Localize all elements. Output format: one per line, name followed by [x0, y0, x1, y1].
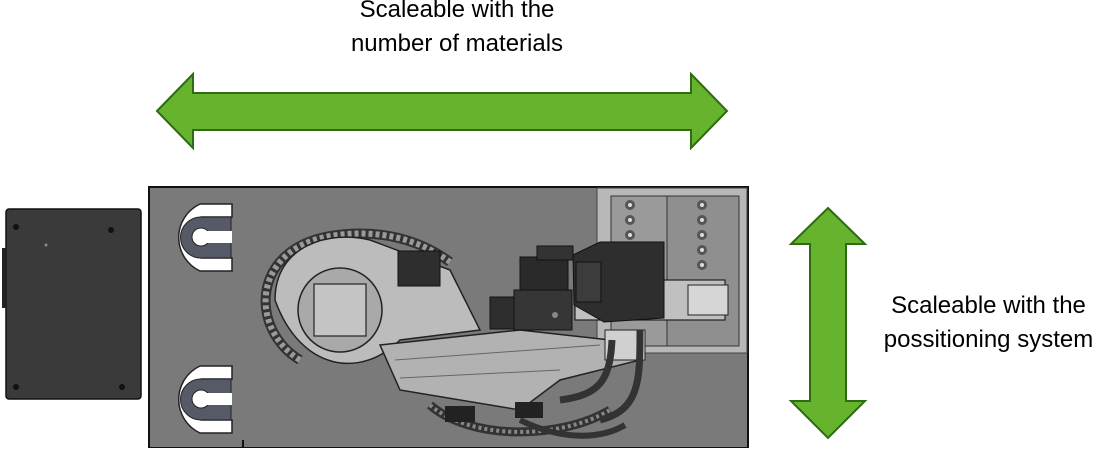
double-arrow-vertical-icon [788, 206, 868, 440]
clamp-fixture-top [178, 203, 233, 272]
control-cabinet [2, 208, 142, 400]
annotation-right-line2: possitioning system [883, 326, 1094, 353]
annotation-right: Scaleable with the possitioning system [866, 289, 1111, 357]
annotation-right-line1: Scaleable with the [891, 292, 1086, 319]
annotation-top-line1: Scaleable with the [359, 0, 555, 23]
clamp-fixture-bottom [178, 365, 233, 434]
annotation-top-line2: number of materials [350, 30, 564, 57]
motor-group [397, 241, 665, 331]
annotation-top: Scaleable with the number of materials [287, 0, 627, 61]
double-arrow-horizontal-icon [155, 71, 729, 151]
